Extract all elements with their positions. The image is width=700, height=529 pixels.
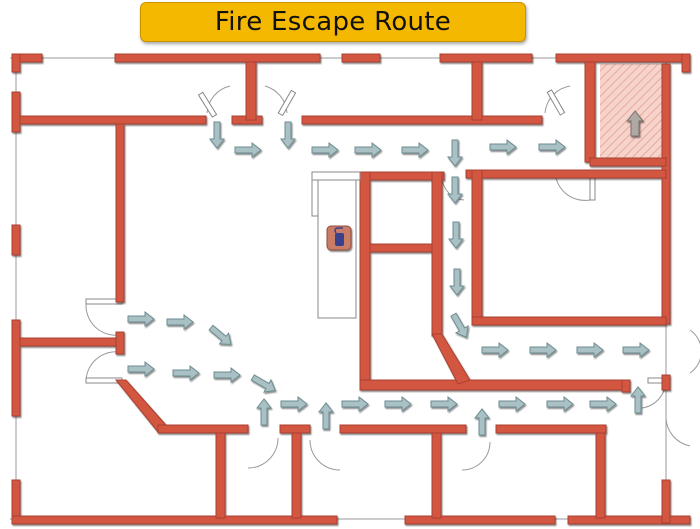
route-arrow-30 bbox=[430, 395, 458, 413]
route-arrow-18 bbox=[127, 310, 155, 328]
route-arrow-27 bbox=[317, 402, 335, 430]
route-arrow-28 bbox=[341, 395, 369, 413]
route-arrow-2 bbox=[234, 141, 262, 159]
route-arrow-6 bbox=[401, 141, 429, 159]
exit-room bbox=[600, 64, 662, 166]
route-arrow-7 bbox=[446, 139, 464, 167]
escape-route-arrows bbox=[127, 121, 650, 436]
route-arrow-17 bbox=[622, 341, 650, 359]
walls bbox=[11, 53, 691, 525]
route-arrow-13 bbox=[450, 312, 469, 338]
route-arrow-16 bbox=[576, 341, 604, 359]
fire-extinguisher-icon bbox=[326, 225, 352, 251]
route-arrow-35 bbox=[629, 386, 647, 414]
route-arrow-26 bbox=[280, 395, 308, 413]
route-arrow-32 bbox=[498, 395, 526, 413]
route-arrow-24 bbox=[250, 374, 276, 393]
route-arrow-10 bbox=[446, 176, 464, 204]
route-arrow-14 bbox=[481, 341, 509, 359]
route-arrow-15 bbox=[529, 341, 557, 359]
route-arrow-25 bbox=[255, 398, 273, 426]
door-leaves bbox=[85, 89, 669, 384]
route-arrow-23 bbox=[213, 366, 241, 384]
route-arrow-11 bbox=[447, 221, 465, 249]
page-title: Fire Escape Route bbox=[214, 7, 452, 37]
route-arrow-34 bbox=[589, 395, 617, 413]
route-arrow-21 bbox=[127, 360, 155, 378]
route-arrow-3 bbox=[279, 121, 297, 149]
route-arrow-31 bbox=[473, 408, 491, 436]
route-arrow-9 bbox=[538, 138, 566, 156]
route-arrow-5 bbox=[354, 141, 382, 159]
route-arrow-1 bbox=[208, 121, 226, 149]
route-arrow-4 bbox=[311, 141, 339, 159]
route-arrow-12 bbox=[448, 268, 466, 296]
route-arrow-20 bbox=[208, 324, 232, 345]
route-arrow-29 bbox=[384, 395, 412, 413]
title-banner: Fire Escape Route bbox=[140, 2, 526, 42]
route-arrow-22 bbox=[172, 364, 200, 382]
route-arrow-8 bbox=[489, 138, 517, 156]
exit-arrow-icon bbox=[625, 110, 645, 137]
counter bbox=[311, 171, 361, 319]
route-arrow-19 bbox=[166, 313, 194, 331]
route-arrow-33 bbox=[546, 395, 574, 413]
